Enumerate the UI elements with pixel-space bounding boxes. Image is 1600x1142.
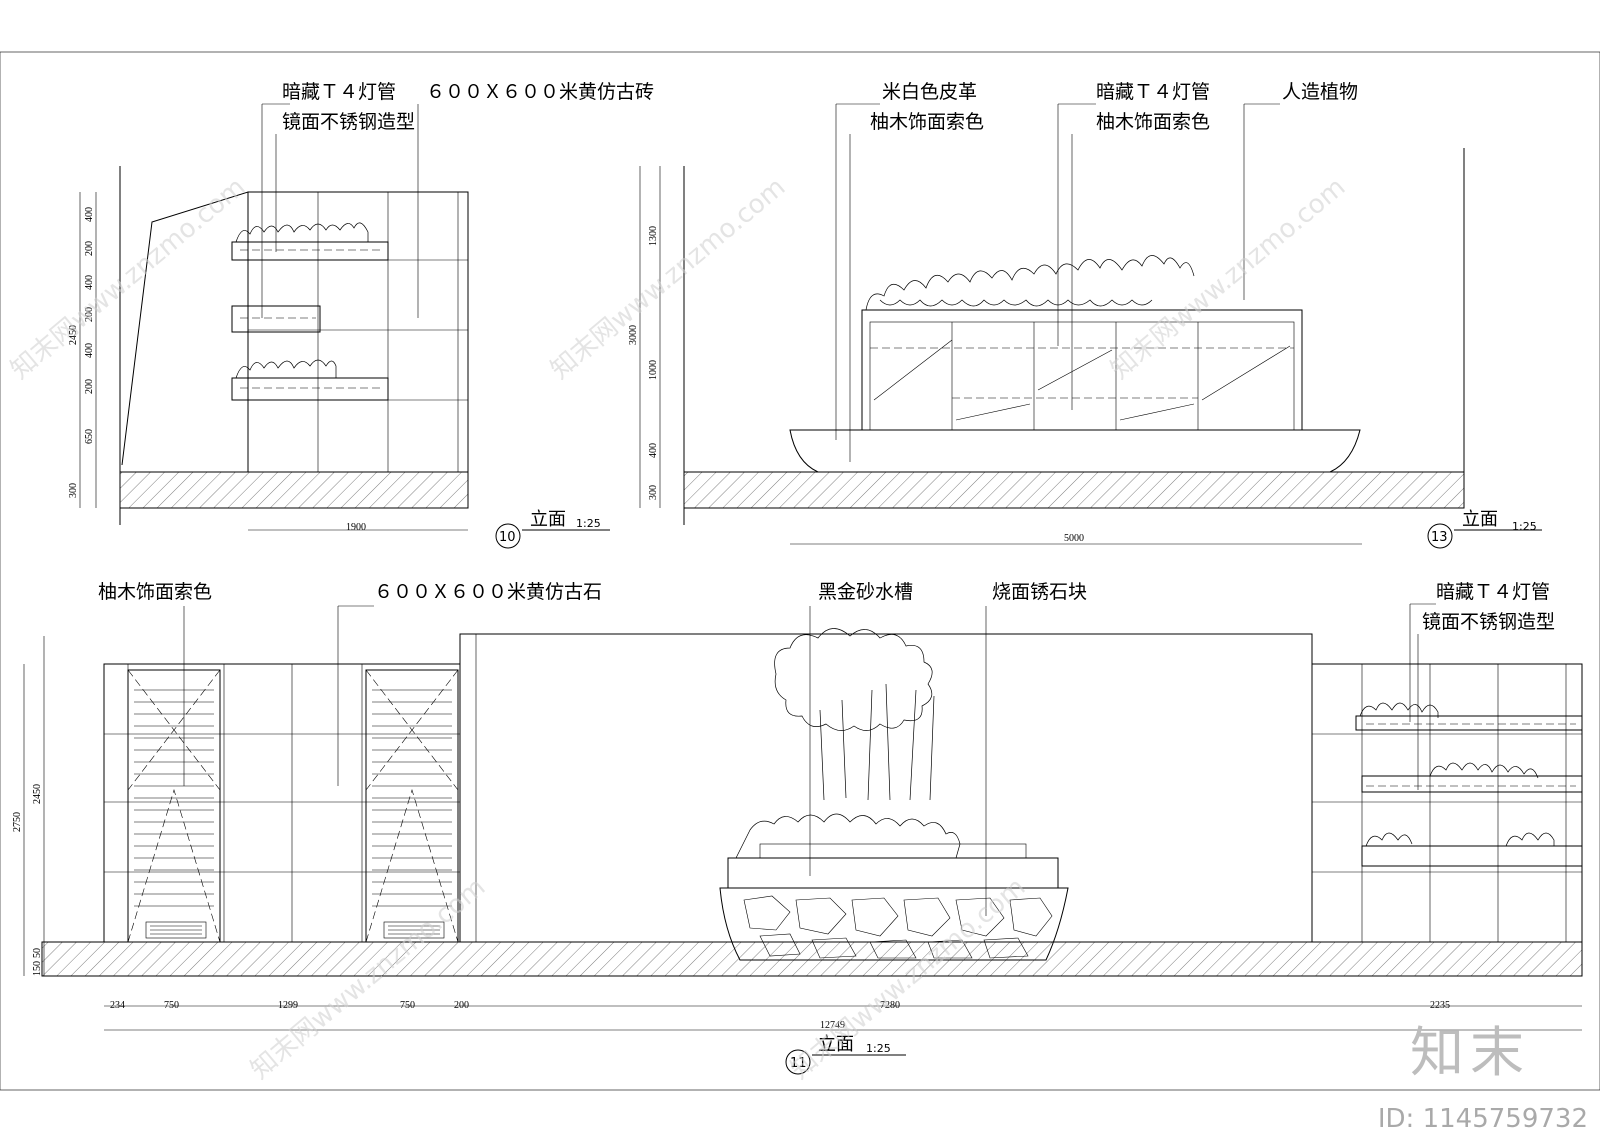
tree-group-11	[735, 628, 961, 859]
brand-watermark: 知末	[1410, 1021, 1530, 1084]
planter-shelf-r3	[1361, 845, 1583, 867]
image-id: ID: 1145759732	[1377, 1104, 1588, 1134]
sheet-border	[0, 51, 1600, 1091]
dim-2450: 2450	[32, 784, 43, 804]
dim-total-height-13: 3000	[628, 325, 639, 345]
elevation-11: 2750 2450 150 50 234 750 1299 750 200 72…	[12, 581, 1583, 1075]
label-light-10: 暗藏Ｔ４灯管	[282, 81, 396, 103]
dim-h-200: 200	[454, 1000, 469, 1011]
watermark-1: 知末网www.znzmo.com	[5, 172, 251, 385]
dim-h-750b: 750	[400, 1000, 415, 1011]
dim-h-1299: 1299	[278, 1000, 298, 1011]
label-leather-13: 米白色皮革	[882, 81, 977, 103]
svg-text:300: 300	[68, 483, 79, 498]
svg-text:400: 400	[648, 443, 659, 458]
svg-text:300: 300	[648, 485, 659, 500]
label-rock-11: 烧面锈石块	[992, 581, 1087, 603]
planter-shelf-bottom	[231, 377, 389, 401]
label-tile-10: ６００Ｘ６００米黄仿古砖	[426, 81, 654, 103]
detail-number-circle-13	[1427, 523, 1453, 549]
steel-shelf-middle	[231, 305, 321, 333]
label-steel-11: 镜面不锈钢造型	[1422, 611, 1555, 633]
detail-number-10: 10	[499, 530, 516, 545]
plant-top-10	[235, 222, 369, 243]
floor-slab-11	[41, 941, 1583, 977]
svg-text:200: 200	[84, 307, 95, 322]
svg-text:1300: 1300	[648, 226, 659, 246]
dim-width-10: 1900	[346, 522, 366, 533]
label-light-13: 暗藏Ｔ４灯管	[1096, 81, 1210, 103]
svg-text:650: 650	[84, 429, 95, 444]
plant-row-13	[865, 255, 1195, 311]
label-teak-11: 柚木饰面索色	[98, 581, 212, 603]
watermark-3: 知末网www.znzmo.com	[1105, 172, 1351, 385]
dim-50: 50	[32, 948, 43, 958]
svg-text:400: 400	[84, 207, 95, 222]
title-10: 立面	[530, 509, 566, 530]
floor-slab-10	[119, 471, 469, 509]
planter-shelf-r1	[1355, 715, 1583, 731]
door-right-11	[365, 669, 459, 943]
cabinet-inner-13	[869, 321, 1295, 431]
left-wall-11	[103, 663, 461, 943]
right-wall-11	[1311, 663, 1583, 943]
dim-150: 150	[32, 961, 43, 976]
dim-h-750a: 750	[164, 1000, 179, 1011]
dim-width-13: 5000	[1064, 533, 1084, 544]
watermark-4: 知末网www.znzmo.com	[245, 872, 491, 1085]
label-basin-11: 黑金砂水槽	[818, 581, 913, 603]
elevation-10: 400 200 400 200 400 200 650 300 2450 190…	[68, 81, 654, 549]
svg-text:1000: 1000	[648, 360, 659, 380]
planter-shelf-top	[231, 241, 389, 261]
cabinet-back-13	[861, 309, 1303, 431]
detail-number-circle-10	[495, 523, 521, 549]
watermark-5: 知末网www.znzmo.com	[785, 872, 1031, 1085]
floor-slab-13	[683, 471, 1465, 509]
label-steel-10: 镜面不锈钢造型	[282, 111, 415, 133]
svg-text:400: 400	[84, 275, 95, 290]
elevation-13: 1300 1000 400 300 3000 5000 米白色皮革 柚木饰面索色…	[628, 81, 1542, 549]
dim-total-height-10: 2450	[68, 325, 79, 345]
scale-11: 1:25	[866, 1042, 891, 1055]
title-13: 立面	[1462, 509, 1498, 530]
dim-h-2235: 2235	[1430, 1000, 1450, 1011]
scale-13: 1:25	[1512, 520, 1537, 533]
center-wall-11	[459, 633, 1313, 943]
plant-bottom-10	[235, 359, 337, 379]
dim-h-234: 234	[110, 1000, 125, 1011]
label-plant-13: 人造植物	[1282, 81, 1358, 103]
label-teak-13b: 柚木饰面索色	[1096, 111, 1210, 133]
detail-number-circle-11	[785, 1049, 811, 1075]
svg-text:200: 200	[84, 379, 95, 394]
label-stone-11: ６００Ｘ６００米黄仿古石	[374, 581, 602, 603]
dim-total-11: 12749	[820, 1020, 845, 1031]
detail-number-13: 13	[1431, 530, 1448, 545]
door-left-11	[127, 669, 221, 943]
label-teak-13a: 柚木饰面索色	[870, 111, 984, 133]
dim-h-7280: 7280	[880, 1000, 900, 1011]
label-light-11: 暗藏Ｔ４灯管	[1436, 581, 1550, 603]
title-11: 立面	[818, 1034, 854, 1055]
svg-text:400: 400	[84, 343, 95, 358]
scale-10: 1:25	[576, 517, 601, 530]
detail-number-11: 11	[790, 1056, 807, 1071]
steel-shelf-r2	[1361, 775, 1583, 793]
svg-text:200: 200	[84, 241, 95, 256]
bench-base-13	[789, 429, 1361, 473]
rock-base-11	[719, 887, 1069, 961]
watermark-2: 知末网www.znzmo.com	[545, 172, 791, 385]
dim-2750: 2750	[12, 812, 23, 832]
